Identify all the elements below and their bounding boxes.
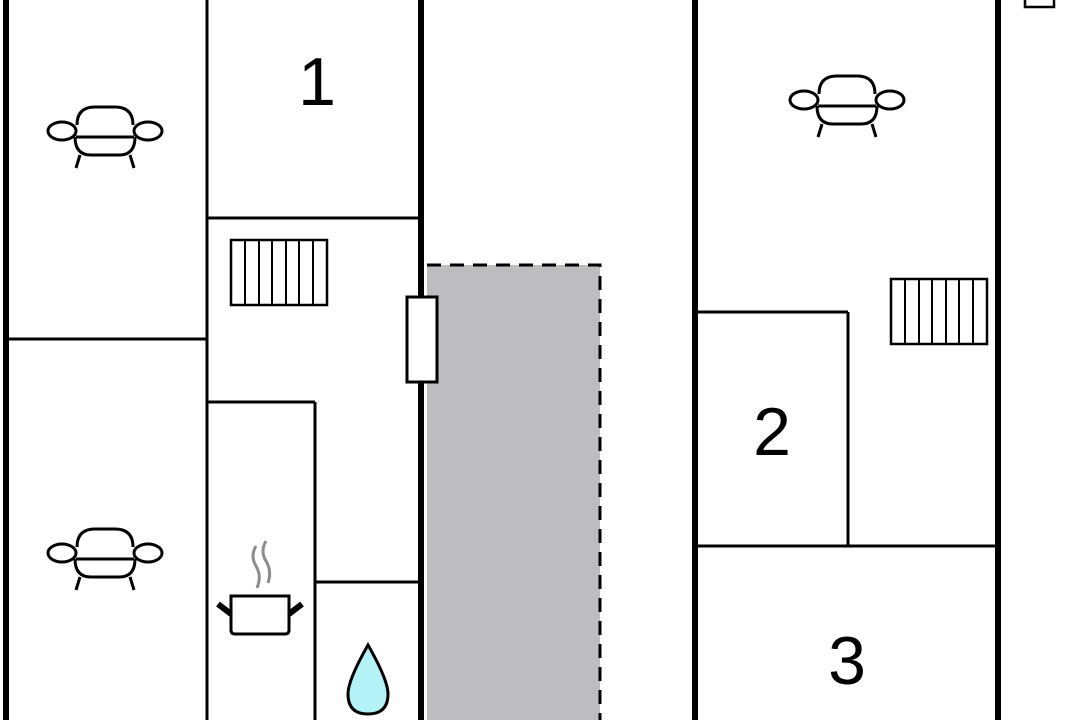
terrace-dashed-border (427, 263, 602, 720)
window-icon (405, 295, 439, 384)
radiator-icon (889, 277, 989, 346)
room-number-3: 3 (828, 623, 866, 699)
water-drop-icon (346, 641, 390, 716)
room-number-2: 2 (753, 394, 791, 470)
radiator-icon (229, 238, 329, 307)
room-number-1: 1 (298, 44, 336, 120)
cooking-pot-icon (216, 540, 304, 636)
sofa-icon (46, 527, 164, 592)
sofa-icon (46, 105, 164, 170)
terrace-area (427, 265, 600, 720)
sofa-icon (788, 74, 906, 139)
